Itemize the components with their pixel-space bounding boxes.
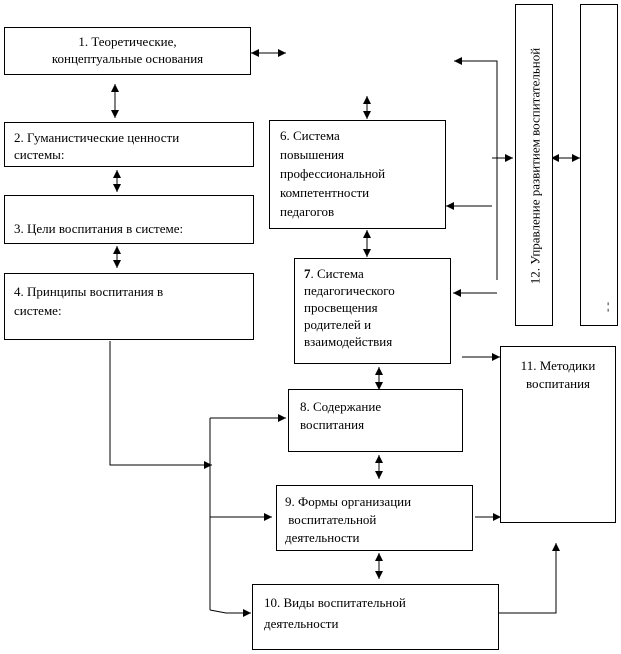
box-right-column: - - xyxy=(580,4,618,326)
box-theoretical-foundations: 1. Теоретические, концептуальные основан… xyxy=(4,27,251,75)
box-education-content-label: 8. Содержание воспитания xyxy=(300,399,382,432)
box-education-methods-label: 11. Методики воспитания xyxy=(520,358,596,391)
box-education-goals-label: 3. Цели воспитания в системе: xyxy=(14,221,184,236)
box-education-principles-label: 4. Принципы воспитания в системе: xyxy=(14,284,164,318)
box-right-column-marks: - - xyxy=(601,301,614,313)
box-activity-types: 10. Виды воспитательной деятельности xyxy=(252,584,499,650)
box-management: 12. Управление развитием воспитательной xyxy=(515,4,553,326)
box-theoretical-foundations-label: 1. Теоретические, концептуальные основан… xyxy=(51,34,204,66)
box-humanistic-values-label: 2. Гуманистические ценности системы: xyxy=(14,130,180,162)
box-organization-forms: 9. Формы организации воспитательной деят… xyxy=(276,485,473,551)
arrow-b10-b11 xyxy=(499,543,560,614)
box-education-content: 8. Содержание воспитания xyxy=(288,389,463,452)
box-education-goals: 3. Цели воспитания в системе: xyxy=(4,195,254,244)
box-parent-education: 7. Система педагогического просвещения р… xyxy=(294,258,451,364)
arrow-b4-bracket xyxy=(109,341,212,469)
box-activity-types-label: 10. Виды воспитательной деятельности xyxy=(264,595,406,631)
arrow-bracket-b10 xyxy=(209,609,251,617)
box-organization-forms-label: 9. Формы организации воспитательной деят… xyxy=(285,494,412,545)
box-management-label: 12. Управление развитием воспитательной xyxy=(527,47,543,285)
box-parent-education-label: 7. Система педагогического просвещения р… xyxy=(304,265,395,350)
box-education-principles: 4. Принципы воспитания в системе: xyxy=(4,273,254,340)
box-parent-education-number: 7 xyxy=(304,266,311,281)
arrow-management-top xyxy=(454,57,498,280)
box-teacher-competence-label: 6. Система повышения профессиональной ко… xyxy=(280,128,386,219)
box-teacher-competence: 6. Система повышения профессиональной ко… xyxy=(269,120,446,229)
box-parent-education-text: . Система педагогического просвещения ро… xyxy=(304,266,395,349)
box-humanistic-values: 2. Гуманистические ценности системы: xyxy=(4,122,254,167)
box-education-methods: 11. Методики воспитания xyxy=(500,346,616,523)
